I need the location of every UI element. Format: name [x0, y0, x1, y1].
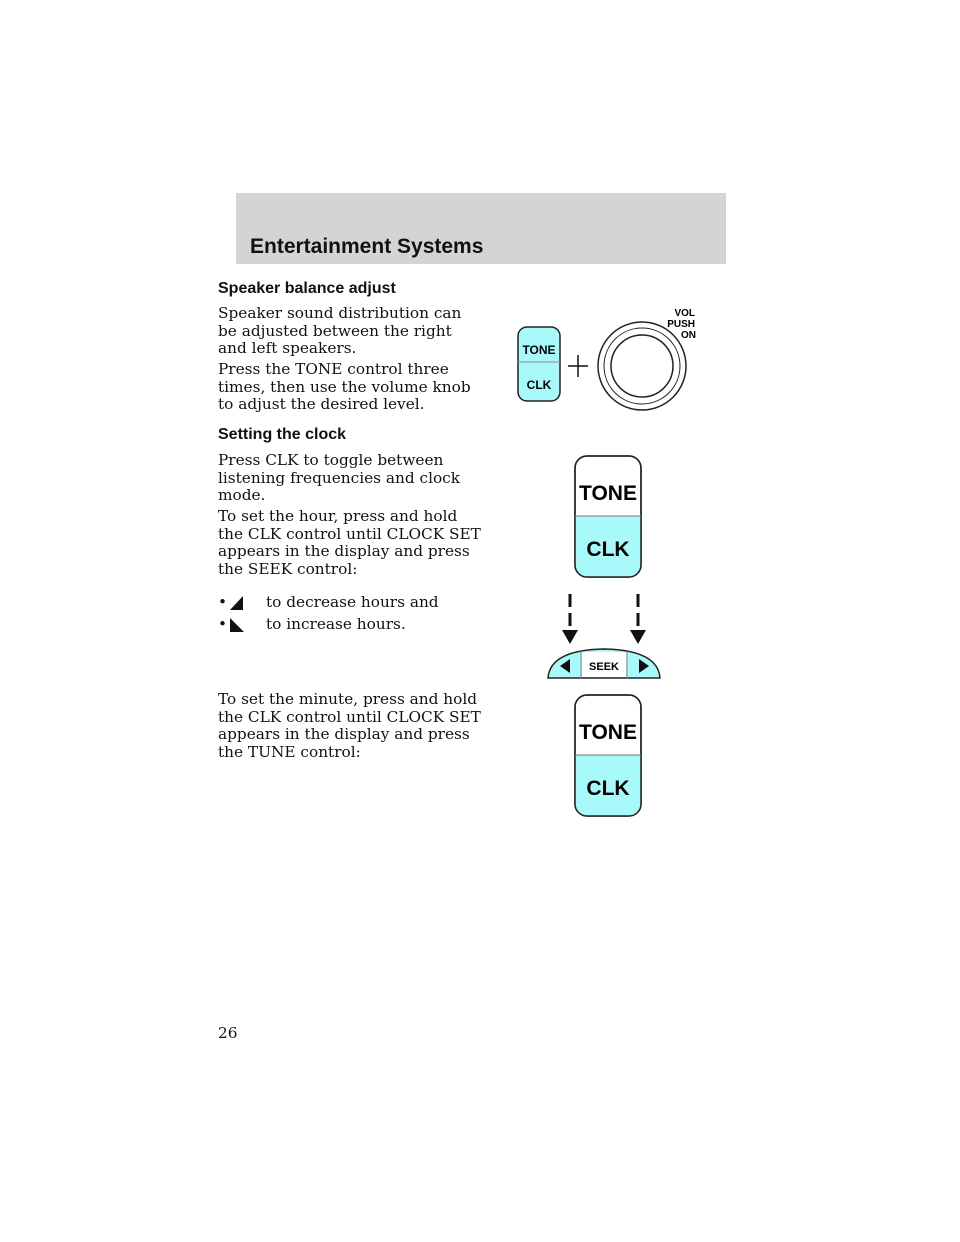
seek-label: SEEK	[589, 661, 619, 673]
figure-tone-clk-button: TONE CLK	[574, 455, 642, 578]
bullet-text: to decrease hours and	[266, 593, 439, 611]
triangle-right-icon	[230, 618, 244, 632]
clk-half-fill	[575, 516, 641, 577]
figure-seek-control: SEEK	[547, 594, 661, 679]
knob-label-push: PUSH	[667, 319, 695, 330]
section-title: Entertainment Systems	[250, 235, 484, 258]
bullet-dot: •	[218, 593, 228, 611]
button-label-tone: TONE	[579, 721, 637, 744]
figure-tone-volume: TONE CLK VOL PUSH ON	[517, 308, 696, 411]
bullet-dot: •	[218, 615, 228, 633]
seek-right-icon	[639, 659, 649, 673]
knob-label-vol: VOL	[674, 308, 695, 319]
plus-icon	[568, 355, 588, 377]
heading-speaker-balance: Speaker balance adjust	[218, 280, 396, 297]
button-label-clk: CLK	[586, 777, 629, 800]
clk-half-fill	[575, 755, 641, 816]
button-label-clk: CLK	[586, 538, 629, 561]
paragraph-clock-toggle: Press CLK to toggle between listening fr…	[218, 451, 461, 504]
button-label-tone: TONE	[522, 343, 555, 357]
bullet-text: to increase hours.	[266, 615, 406, 633]
tone-clk-button	[517, 326, 561, 402]
knob-label-on: ON	[681, 330, 696, 341]
paragraph-set-hour: To set the hour, press and hold the CLK …	[218, 507, 481, 578]
seek-left-icon	[560, 659, 570, 673]
page-number: 26	[218, 1024, 238, 1042]
paragraph-balance-intro: Speaker sound distribution can be adjust…	[218, 304, 462, 357]
arrow-down-left-icon	[562, 594, 578, 644]
section-header-band: Entertainment Systems	[236, 193, 726, 264]
paragraph-set-minute: To set the minute, press and hold the CL…	[218, 690, 481, 761]
seek-label-background	[582, 652, 626, 677]
arrow-down-right-icon	[630, 594, 646, 644]
button-label-tone: TONE	[579, 482, 637, 505]
button-label-clk: CLK	[527, 378, 552, 392]
paragraph-balance-instructions: Press the TONE control three times, then…	[218, 360, 471, 413]
triangle-left-icon	[230, 596, 243, 610]
heading-setting-clock: Setting the clock	[218, 426, 347, 443]
volume-knob	[597, 321, 687, 411]
figure-tone-clk-button-minute: TONE CLK	[574, 694, 642, 817]
